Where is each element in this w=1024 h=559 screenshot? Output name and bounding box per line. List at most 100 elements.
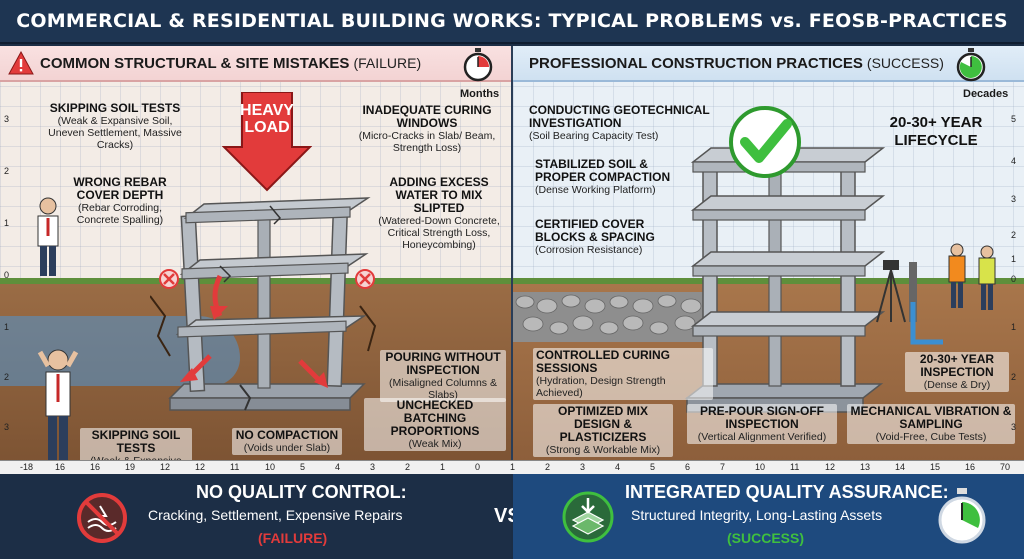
callout-skipping-soil-tests-top: SKIPPING SOIL TESTS (Weak & Expansive So… xyxy=(40,101,190,152)
failure-panel: COMMON STRUCTURAL & SITE MISTAKES (FAILU… xyxy=(0,46,511,474)
bottom-axis-tick: 10 xyxy=(265,462,276,472)
callout-no-compaction: NO COMPACTION (Voids under Slab) xyxy=(232,428,342,455)
bottom-axis-tick: 13 xyxy=(860,462,871,472)
success-time-unit: Decades xyxy=(963,88,1009,100)
callout-desc: (Dense & Dry) xyxy=(923,379,991,391)
bottom-axis-tick: 3 xyxy=(580,462,586,472)
axis-tick: 2 xyxy=(1011,372,1017,382)
callout-title: STABILIZED SOIL & PROPER COMPACTION xyxy=(535,157,671,184)
callout-desc: (Hydration, Design Strength Achieved) xyxy=(536,375,666,399)
failure-footer-status: (FAILURE) xyxy=(258,530,328,546)
success-panel-title: PROFESSIONAL CONSTRUCTION PRACTICES xyxy=(529,54,863,72)
bottom-axis-tick: 5 xyxy=(300,462,306,472)
callout-desc: (Voids under Slab) xyxy=(243,442,331,454)
callout-certified-cover-blocks: CERTIFIED COVER BLOCKS & SPACING (Corros… xyxy=(535,218,685,257)
callout-desc: (Corrosion Resistance) xyxy=(535,244,643,256)
callout-title: SKIPPING SOIL TESTS xyxy=(49,101,181,115)
heavy-load-arrow-icon xyxy=(222,92,312,192)
bottom-axis-tick: 12 xyxy=(825,462,836,472)
callout-title: WRONG REBAR COVER DEPTH xyxy=(73,175,167,202)
callout-desc: (Rebar Corroding, Concrete Spalling) xyxy=(76,202,164,226)
failing-building xyxy=(150,197,377,411)
stopwatch-icon xyxy=(463,48,493,82)
axis-tick: 1 xyxy=(4,218,10,228)
success-panel-tag: (SUCCESS) xyxy=(866,55,944,71)
bottom-axis-tick: 11 xyxy=(790,462,800,472)
callout-optimized-mix: OPTIMIZED MIX DESIGN & PLASTICIZERS (Str… xyxy=(533,404,673,457)
bottom-axis-tick: 2 xyxy=(545,462,551,472)
bottom-axis-tick: 7 xyxy=(720,462,726,472)
gravel-bed xyxy=(513,292,713,342)
bottom-axis-tick: 12 xyxy=(160,462,171,472)
failure-footer-subtitle: Cracking, Settlement, Expensive Repairs xyxy=(148,507,403,523)
callout-desc: (Void-Free, Cube Tests) xyxy=(875,431,987,443)
callout-title: INADEQUATE CURING WINDOWS xyxy=(362,103,492,130)
bottom-axis-tick: 16 xyxy=(90,462,101,472)
callout-title: PRE-POUR SIGN-OFF INSPECTION xyxy=(699,404,824,431)
callout-title: SKIPPING SOIL TESTS xyxy=(91,428,181,455)
success-footer-subtitle: Structured Integrity, Long-Lasting Asset… xyxy=(631,507,883,523)
callout-stabilized-soil: STABILIZED SOIL & PROPER COMPACTION (Den… xyxy=(535,157,685,197)
callout-pre-pour-signoff: PRE-POUR SIGN-OFF INSPECTION (Vertical A… xyxy=(687,404,837,444)
sound-building xyxy=(684,147,886,413)
bottom-axis-tick: 14 xyxy=(895,462,906,472)
callout-title: 20-30+ YEAR INSPECTION xyxy=(919,352,995,379)
callout-controlled-curing: CONTROLLED CURING SESSIONS (Hydration, D… xyxy=(533,348,713,400)
axis-tick: 3 xyxy=(1011,422,1017,432)
failure-panel-title: COMMON STRUCTURAL & SITE MISTAKES xyxy=(40,54,350,72)
axis-tick: 3 xyxy=(4,114,10,124)
callout-desc: (Micro-Cracks in Slab/ Beam, Strength Lo… xyxy=(358,130,496,154)
prohibited-icon xyxy=(77,493,127,543)
bottom-axis-tick: 6 xyxy=(685,462,691,472)
axis-tick: 1 xyxy=(4,322,10,332)
callout-geotechnical-investigation: CONDUCTING GEOTECHNICAL INVESTIGATION (S… xyxy=(529,103,719,143)
bottom-axis-tick: 19 xyxy=(125,462,136,472)
error-x-icon xyxy=(355,269,375,289)
callout-title: CONDUCTING GEOTECHNICAL INVESTIGATION xyxy=(529,103,710,130)
callout-desc: (Soil Bearing Capacity Test) xyxy=(529,130,659,142)
axis-tick: 2 xyxy=(4,166,10,176)
callout-title: CONTROLLED CURING SESSIONS xyxy=(536,348,670,375)
callout-desc: (Weak Mix) xyxy=(408,438,462,450)
callout-desc: (Weak & Expansive Soil, Uneven Settlemen… xyxy=(48,115,182,151)
stressed-worker-figure xyxy=(37,349,79,472)
bottom-axis-tick: 1 xyxy=(510,462,516,472)
inspection-team-figure xyxy=(876,243,996,345)
callout-desc: (Vertical Alignment Verified) xyxy=(697,431,827,443)
axis-tick: 3 xyxy=(1011,194,1017,204)
failure-panel-header: COMMON STRUCTURAL & SITE MISTAKES (FAILU… xyxy=(0,46,511,82)
failure-footer-title: NO QUALITY CONTROL: xyxy=(196,482,407,502)
failure-panel-tag: (FAILURE) xyxy=(353,55,422,71)
slipped-label: SLIPTED xyxy=(413,201,465,215)
bottom-axis-tick: -18 xyxy=(20,462,34,472)
callout-title: UNCHECKED BATCHING PROPORTIONS xyxy=(390,398,480,438)
bottom-axis-tick: 11 xyxy=(230,462,240,472)
lifecycle-text: 20-30+ YEAR LIFECYCLE xyxy=(889,114,983,149)
callout-mechanical-vibration: MECHANICAL VIBRATION & SAMPLING (Void-Fr… xyxy=(847,404,1015,444)
callout-desc: (Watered-Down Concrete, Critical Strengt… xyxy=(378,215,500,251)
callout-inadequate-curing: INADEQUATE CURING WINDOWS (Micro-Cracks … xyxy=(352,103,502,155)
callout-excess-water: ADDING EXCESS WATER TO MIX SLIPTED (Wate… xyxy=(370,176,508,252)
panel-divider xyxy=(511,46,513,474)
worried-worker-figure xyxy=(37,197,59,276)
bottom-axis-tick: 70 xyxy=(1000,462,1011,472)
bottom-axis-tick: 5 xyxy=(650,462,656,472)
success-panel: PROFESSIONAL CONSTRUCTION PRACTICES (SUC… xyxy=(513,46,1024,474)
axis-tick: 4 xyxy=(1011,156,1017,166)
success-footer-status: (SUCCESS) xyxy=(727,530,805,546)
check-mark-icon xyxy=(729,106,801,178)
bottom-axis-tick: 0 xyxy=(475,462,481,472)
axis-tick: 3 xyxy=(4,422,10,432)
ground-surface xyxy=(0,278,511,284)
bottom-axis-tick: 16 xyxy=(965,462,976,472)
failure-footer: NO QUALITY CONTROL: Cracking, Settlement… xyxy=(0,474,511,559)
callout-desc: (Dense Working Platform) xyxy=(535,184,656,196)
bottom-axis-tick: 12 xyxy=(195,462,206,472)
bottom-axis-tick: 1 xyxy=(440,462,446,472)
stopwatch-icon xyxy=(956,48,986,82)
bottom-axis-tick: 16 xyxy=(55,462,66,472)
bottom-axis-tick: 3 xyxy=(370,462,376,472)
success-footer-title: INTEGRATED QUALITY ASSURANCE: xyxy=(625,482,949,502)
callout-desc: (Strong & Workable Mix) xyxy=(545,444,661,456)
